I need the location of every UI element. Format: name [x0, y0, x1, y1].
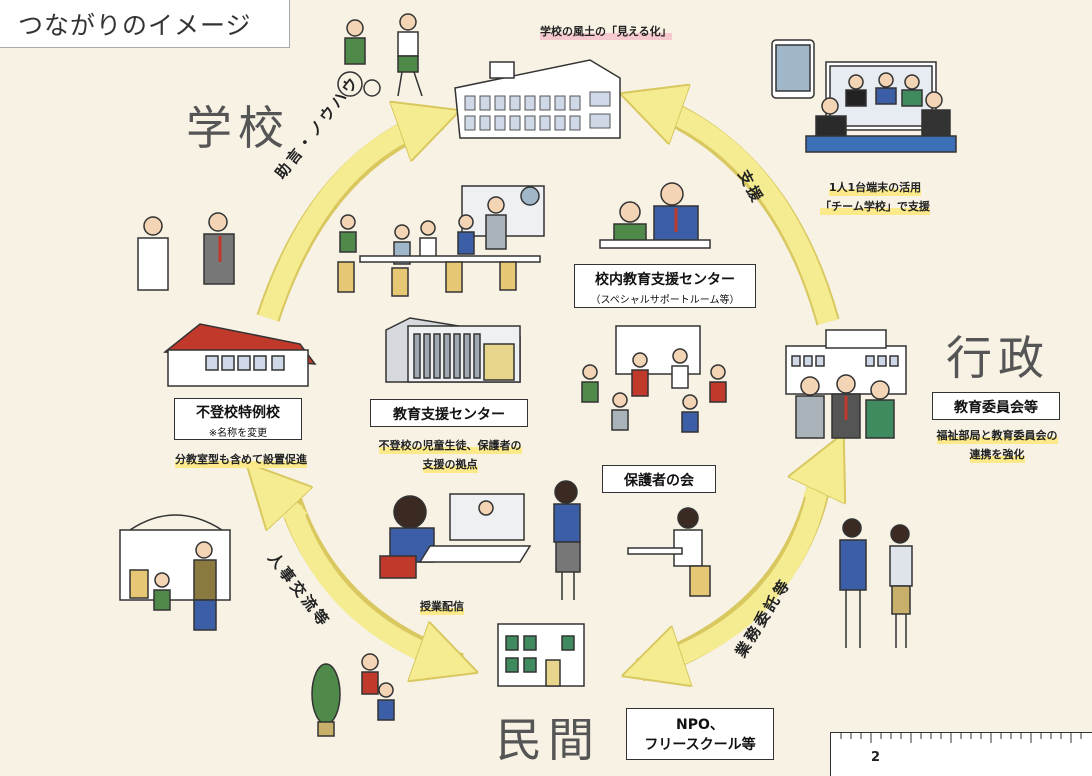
box-inschool-title: 校内教育支援センター [595, 272, 735, 288]
box-special-school: 不登校特例校 ※名称を変更 [174, 398, 302, 440]
shopping-street-illustration [119, 514, 231, 631]
box-board: 教育委員会等 [932, 392, 1060, 420]
caption-welfare-line1: 福祉部局と教育委員会の [936, 428, 1058, 444]
counseling-illustration [599, 182, 711, 249]
node-school: 学校 [186, 101, 290, 155]
box-special-title: 不登校特例校 [196, 405, 280, 421]
school-building-illustration [454, 59, 621, 139]
caption-welfare: 福祉部局と教育委員会の 連携を強化 [922, 426, 1072, 464]
caption-center-line2: 支援の拠点 [422, 457, 478, 473]
caption-online-text: 授業配信 [420, 599, 464, 615]
box-npo-line1: NPO、 [676, 717, 724, 733]
caption-visible: 学校の風土の「見える化」 [540, 22, 672, 41]
box-npo: NPO、 フリースクール等 [626, 708, 774, 760]
support-center-building-illustration [385, 317, 521, 383]
student-illustration [553, 480, 581, 600]
caption-center-line1: 不登校の児童生徒、保護者の [378, 438, 522, 454]
caption-device: 1人1台端末の活用 「チーム学校」で支援 [810, 178, 940, 216]
video-call-illustration [771, 39, 957, 153]
caption-branch: 分教室型も含めて設置促進 [156, 450, 326, 469]
handshake-illustration [839, 518, 913, 648]
arrow-outsourcing [640, 462, 830, 670]
classroom-illustration [337, 185, 545, 297]
box-npo-line2: フリースクール等 [644, 737, 756, 753]
desk-study-illustration [627, 507, 711, 597]
ruler-ticks [840, 733, 1082, 743]
plants-illustration [311, 653, 395, 737]
arrow-exchange [268, 486, 460, 665]
box-support-center: 教育支援センター [370, 399, 528, 427]
arrow-support [640, 100, 840, 326]
caption-online: 授業配信 [420, 597, 464, 616]
box-parents: 保護者の会 [602, 465, 716, 493]
special-school-illustration [163, 323, 317, 387]
online-class-illustration [379, 493, 532, 579]
page-number: 2 [871, 750, 881, 765]
caption-branch-text: 分教室型も含めて設置促進 [175, 452, 307, 468]
caption-visible-text: 学校の風土の「見える化」 [540, 24, 672, 40]
box-inschool-center: 校内教育支援センター （スペシャルサポートルーム等） [574, 264, 756, 308]
node-private: 民間 [496, 713, 600, 767]
arrow-advice [256, 118, 440, 322]
teachers-illustration [137, 212, 235, 291]
caption-center-desc: 不登校の児童生徒、保護者の 支援の拠点 [362, 436, 538, 474]
npo-building-illustration [497, 623, 585, 687]
parents-meeting-illustration [581, 325, 727, 433]
caption-device-line1: 1人1台端末の活用 [828, 180, 922, 196]
box-inschool-sub: （スペシャルサポートルーム等） [590, 295, 740, 306]
caption-welfare-line2: 連携を強化 [969, 447, 1025, 463]
box-special-sub: ※名称を変更 [208, 428, 268, 439]
caption-device-line2: 「チーム学校」で支援 [820, 199, 930, 215]
page-title: つながりのイメージ [0, 0, 290, 48]
page-number-box: 2 [830, 732, 1092, 776]
government-illustration [785, 329, 907, 439]
node-government: 行政 [946, 331, 1050, 385]
students-illustration [337, 13, 423, 97]
